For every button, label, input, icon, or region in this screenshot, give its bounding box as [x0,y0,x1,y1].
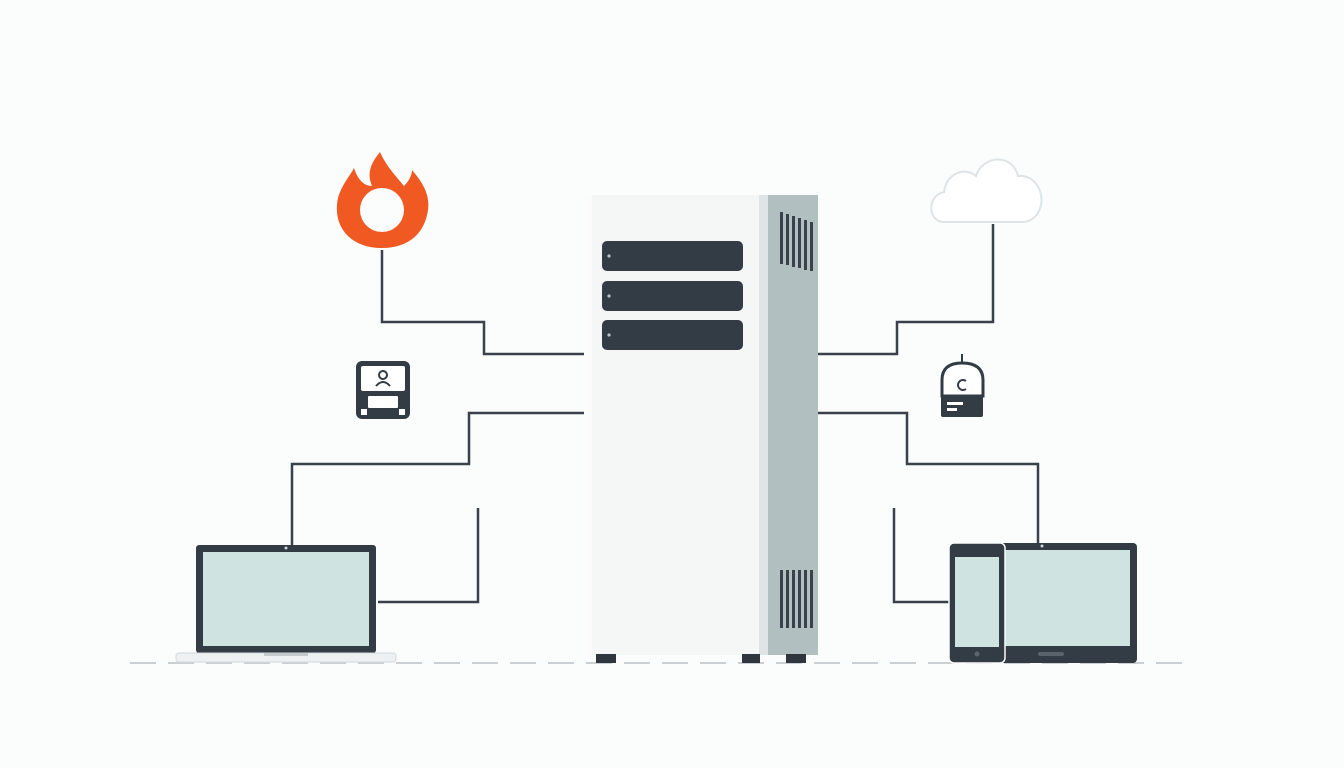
server-foot-right [786,654,806,663]
edge-tablet-server [818,411,1040,545]
edge-laptop-lower [378,508,480,604]
cloud-icon [930,158,1043,223]
server-foot-mid [742,654,760,663]
flame-icon [336,152,429,248]
server-front [586,195,759,655]
server-foot-left [596,654,616,663]
connections [290,224,1040,604]
tablet-monitor-icon [948,542,1137,664]
lock-drive-icon [940,354,985,417]
edge-laptop-server [290,411,584,545]
edge-cloud-server [818,224,995,356]
drive-bay-1 [602,241,743,271]
server-vent-top [780,212,813,271]
server-vent-bottom [780,570,813,628]
drive-bay-2 [602,281,743,311]
server-tower-icon [586,195,818,663]
edge-tablet-lower [892,508,952,604]
drive-bay-3 [602,320,743,350]
edge-firewall-server [380,250,584,356]
user-id-terminal-icon [356,361,410,419]
laptop-icon [175,545,397,663]
